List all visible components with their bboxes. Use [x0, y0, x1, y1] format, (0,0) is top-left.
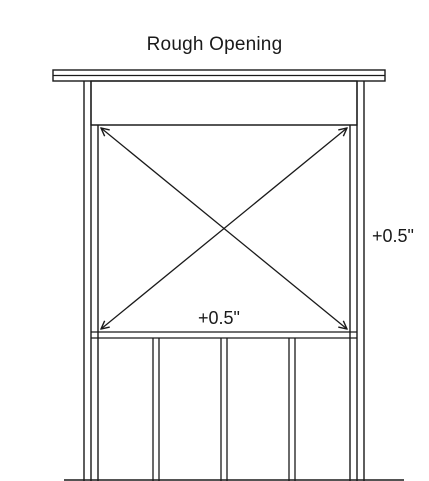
diagonal-arrow-2: [101, 128, 347, 329]
height-tolerance-label: +0.5": [372, 226, 414, 246]
diagram-title: Rough Opening: [146, 34, 283, 55]
header: [90, 80, 358, 126]
width-tolerance-label: +0.5": [198, 308, 240, 328]
